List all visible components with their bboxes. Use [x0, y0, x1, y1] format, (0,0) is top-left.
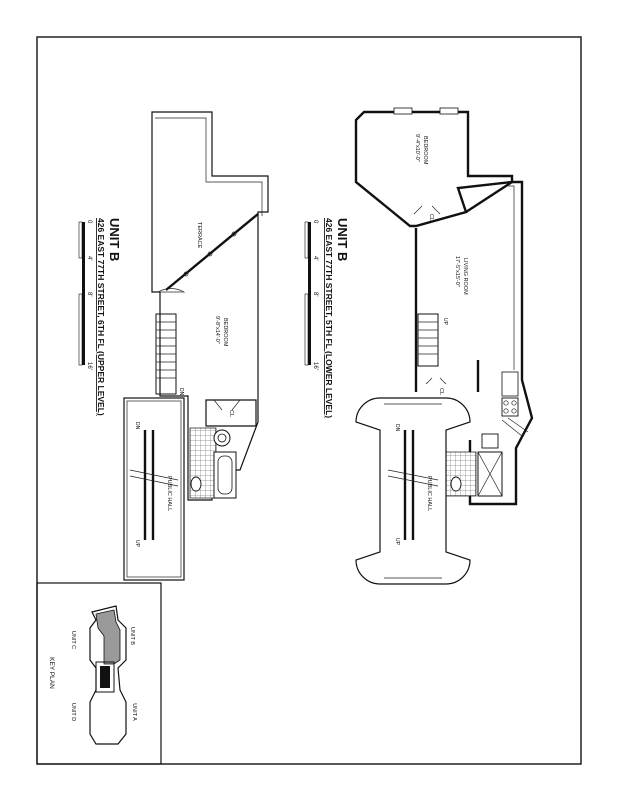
lower-scale-bar: 0 4' 8' 16'	[304, 220, 318, 370]
upper-bathroom	[189, 427, 237, 499]
lower-bedroom-closet-label: CL	[428, 214, 434, 221]
upper-scale-8: 8'	[86, 292, 92, 296]
sheet-border	[36, 36, 582, 765]
lower-scale-0: 0	[312, 220, 318, 224]
upper-toilet	[190, 476, 202, 492]
lower-hall-closet: CL	[425, 377, 447, 395]
key-plan-unit-d: UNIT D	[70, 703, 76, 721]
lower-living-walls	[414, 180, 534, 506]
upper-terrace-divider	[165, 213, 259, 291]
lower-living-size: 17'-5"x15'-0"	[454, 256, 460, 287]
lower-bathroom	[445, 433, 503, 497]
lower-hall-closet-label: CL	[438, 388, 444, 395]
lower-bedroom-closet: CL	[413, 205, 441, 221]
lower-title-block: UNIT B 426 EAST 77TH STREET, 5TH FL (LOW…	[304, 218, 350, 418]
upper-closet-label: CL	[228, 410, 234, 417]
lower-bedroom-label: BEDROOM	[422, 136, 428, 165]
upper-hall-up: UP	[134, 540, 140, 548]
lower-unit-title: UNIT B	[335, 218, 350, 261]
lower-bedroom-walls	[354, 110, 514, 228]
lower-hall-up: UP	[394, 538, 400, 546]
lower-living-label: LIVING ROOM	[462, 258, 468, 295]
key-plan-building	[89, 605, 127, 745]
upper-closet: CL	[205, 399, 257, 427]
upper-interior-stair: DN	[155, 313, 184, 396]
key-plan-title: KEY PLAN	[48, 657, 55, 689]
upper-bedroom-size: 9'-8"x14'-0"	[214, 316, 220, 344]
key-plan-unit-a: UNIT A	[131, 703, 137, 721]
upper-bedroom-label: BEDROOM	[222, 318, 228, 347]
lower-public-hall: DN UP PUBLIC HALL	[355, 397, 471, 585]
upper-scale-4: 4'	[86, 256, 92, 260]
lower-level-plan: BEDROOM 9'-4"x10'-0" CL LIVING ROOM 17'-…	[354, 107, 534, 585]
key-plan-frame	[36, 582, 162, 765]
upper-title-block: UNIT B 426 EAST 77TH STREET, 6TH FL (UPP…	[78, 218, 122, 416]
upper-stair-dn-label: DN	[178, 388, 184, 396]
key-plan-unit-b-hatch	[95, 609, 121, 665]
lower-sink	[481, 433, 499, 449]
upper-sink	[213, 429, 231, 447]
upper-door-swing	[156, 288, 186, 293]
key-plan: KEY PLAN UNIT A UNIT B UNIT C UNIT D	[36, 582, 162, 765]
upper-level-plan: TERRACE BEDROOM 9'-8"x14'-0" DN CL	[123, 111, 269, 581]
lower-hall-rail	[403, 430, 415, 540]
upper-terrace-label: TERRACE	[196, 222, 202, 249]
lower-stair-up-label: UP	[442, 318, 448, 326]
upper-public-hall-label: PUBLIC HALL	[166, 476, 172, 511]
upper-hall-dn: DN	[134, 422, 140, 430]
lower-public-hall-label: PUBLIC HALL	[426, 476, 432, 511]
upper-unit-title: UNIT B	[107, 218, 122, 261]
key-plan-core-inner	[100, 666, 110, 688]
lower-scale-4: 4'	[312, 256, 318, 260]
upper-public-hall: DN UP PUBLIC HALL	[123, 397, 185, 581]
upper-address: 426 EAST 77TH STREET, 6TH FL (UPPER LEVE…	[96, 218, 106, 416]
lower-scale-16: 16'	[312, 362, 318, 370]
upper-scale-16: 16'	[86, 362, 92, 370]
key-plan-unit-c: UNIT C	[70, 631, 76, 649]
lower-bedroom-size: 9'-4"x10'-0"	[414, 134, 420, 162]
lower-range	[501, 397, 519, 417]
upper-hall-rail	[143, 430, 155, 540]
upper-scale-bar: 0 4' 8' 16'	[78, 220, 92, 370]
lower-kitchen	[476, 360, 529, 437]
upper-plan-envelope-inner	[155, 117, 263, 216]
lower-toilet	[450, 476, 462, 492]
lower-address: 426 EAST 77TH STREET, 5TH FL (LOWER LEVE…	[324, 218, 334, 418]
upper-bathtub	[213, 451, 237, 499]
key-plan-unit-b: UNIT B	[129, 627, 135, 645]
upper-scale-0: 0	[86, 220, 92, 224]
lower-scale-8: 8'	[312, 292, 318, 296]
key-plan-core	[95, 661, 115, 693]
lower-hall-dn: DN	[394, 424, 400, 432]
lower-interior-stair: UP	[417, 313, 448, 367]
